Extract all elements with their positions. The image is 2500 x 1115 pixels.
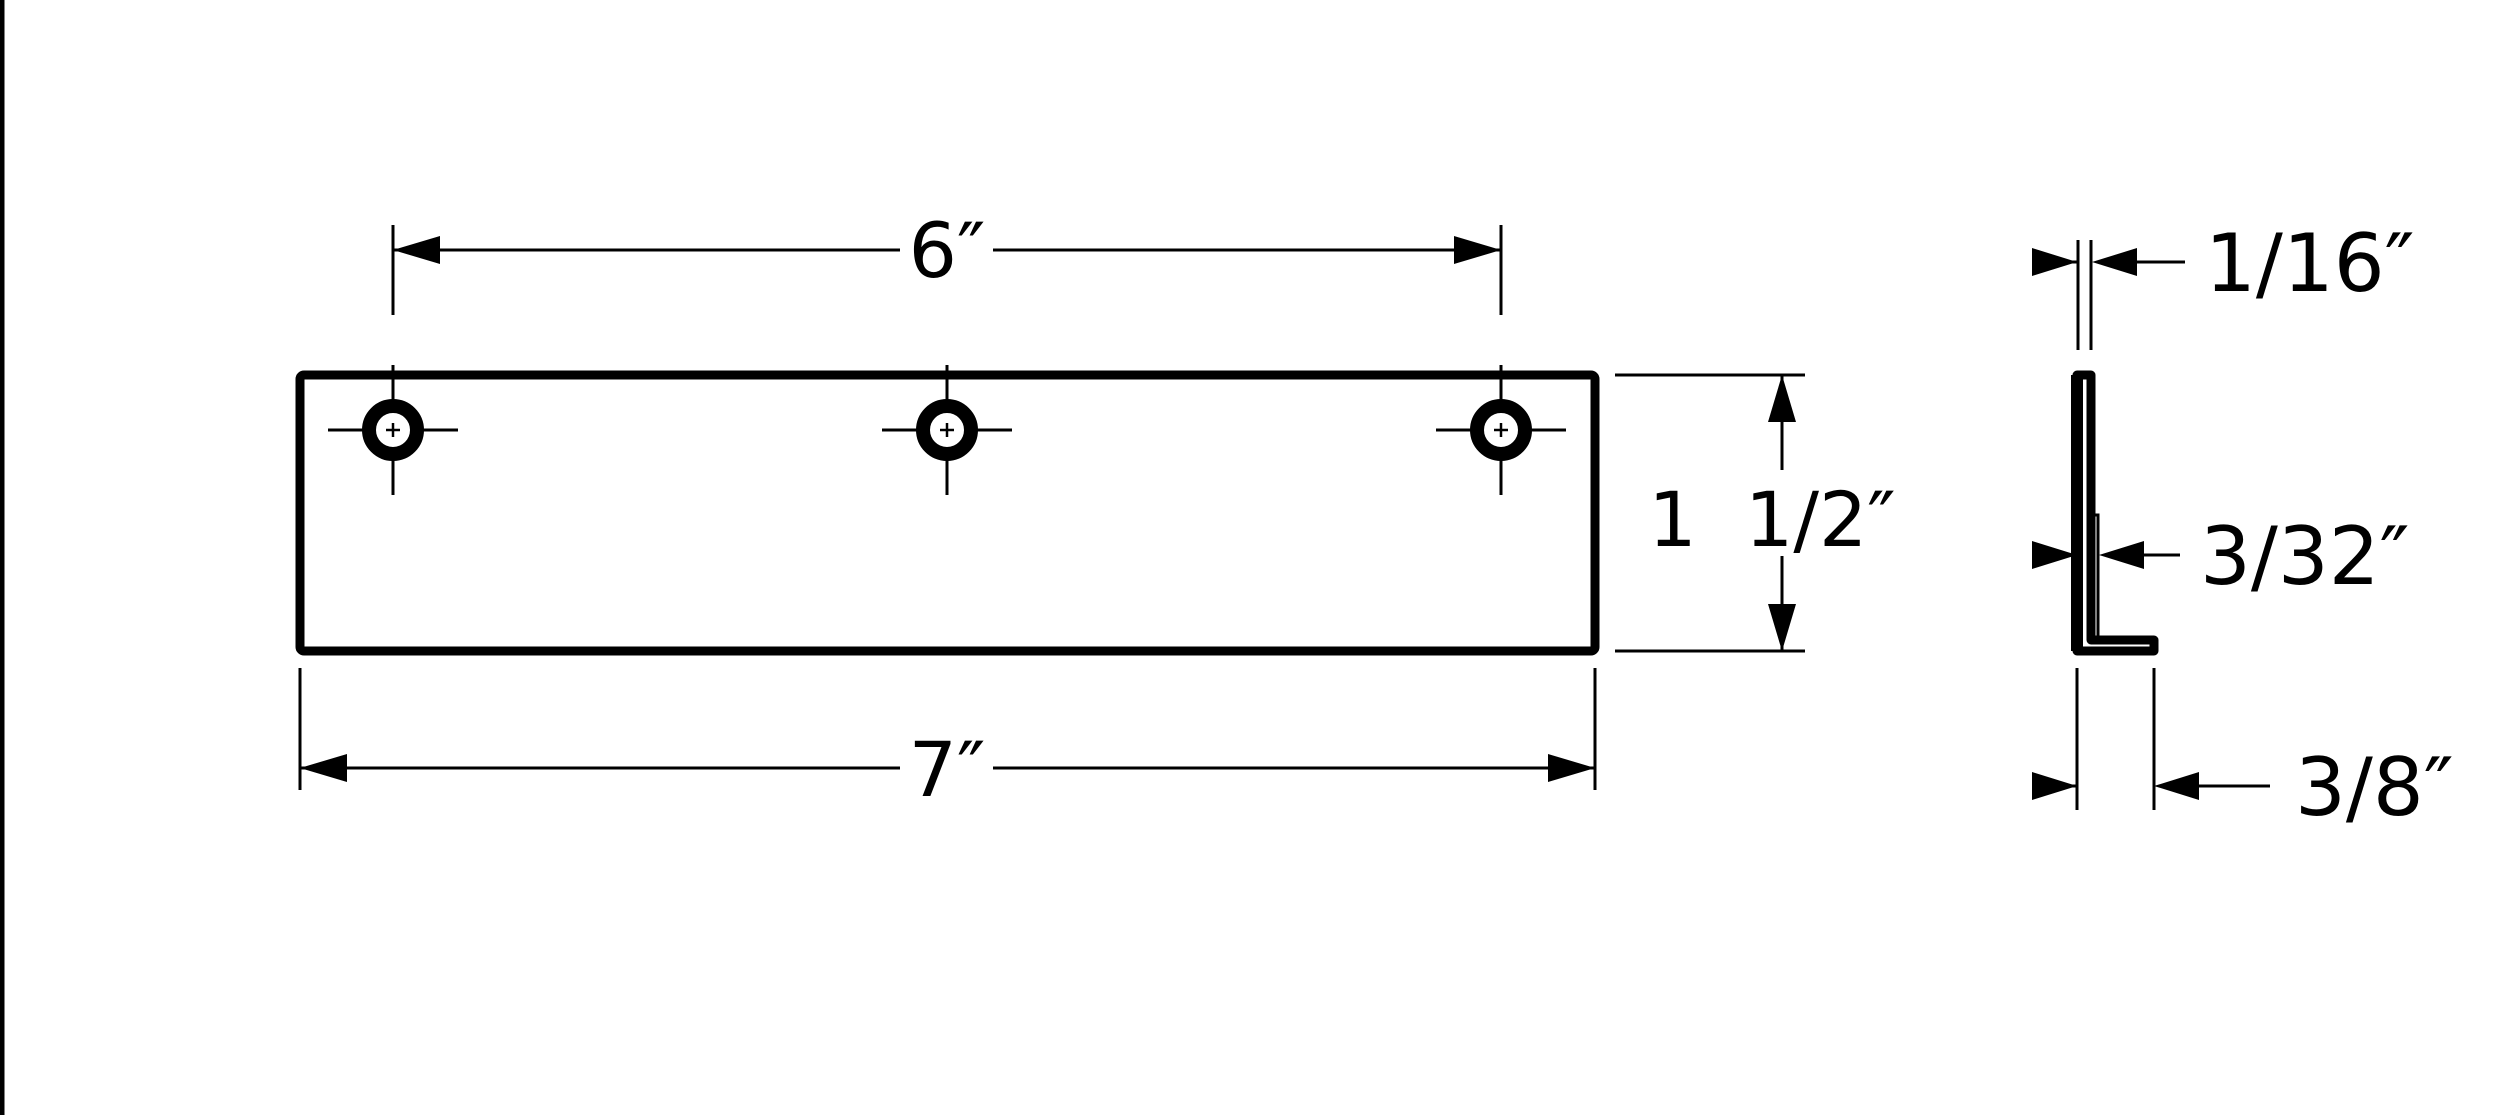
label-thickness: 1/16″ bbox=[2205, 217, 2415, 310]
label-height: 1 1/2″ bbox=[1648, 475, 1895, 564]
dimension-overall-length: 7″ bbox=[298, 668, 1597, 814]
dimension-depth: 3/8″ bbox=[2032, 668, 2454, 834]
front-view: 6″ 7″ 1 1/2″ bbox=[295, 206, 1896, 814]
dimension-hole-spacing: 6″ bbox=[391, 206, 1503, 315]
label-lip-thickness: 3/32″ bbox=[2200, 510, 2410, 603]
dimension-thickness: 1/16″ bbox=[2032, 217, 2415, 350]
label-overall-length: 7″ bbox=[909, 725, 986, 814]
label-hole-spacing: 6″ bbox=[909, 206, 986, 295]
label-depth: 3/8″ bbox=[2295, 741, 2454, 834]
hole-left bbox=[328, 365, 458, 495]
dimension-lip-thickness: 3/32″ bbox=[2032, 510, 2410, 603]
hole-right bbox=[1436, 365, 1566, 495]
side-view: 1/16″ 3/32″ 3/8″ bbox=[2032, 217, 2454, 834]
dimension-height: 1 1/2″ bbox=[1615, 373, 1896, 653]
bracket-profile bbox=[2072, 370, 2159, 656]
hole-center bbox=[882, 365, 1012, 495]
